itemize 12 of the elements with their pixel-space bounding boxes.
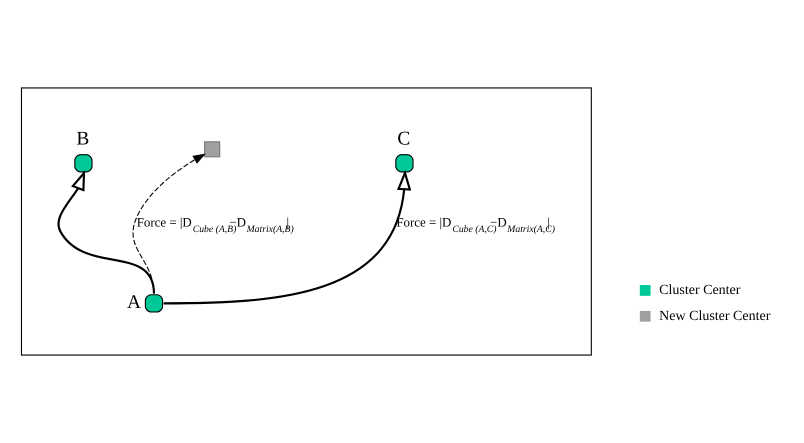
legend-label: Cluster Center — [659, 283, 740, 298]
edge-label: Force = |D$_{Cube (A,B)}$−D$_{Matrix(A,B)}$| — [136, 214, 294, 235]
arrow — [164, 170, 412, 304]
node-label: C — [397, 128, 410, 150]
node-label: B — [76, 128, 90, 150]
node-box — [204, 141, 220, 158]
legend-label: New Cluster Center — [659, 308, 770, 324]
arrow — [57, 170, 156, 294]
edge-label: Force = |D$_{Cube (A,C)}$−D$_{Matrix(A,C)}$| — [396, 214, 555, 235]
arrow — [132, 153, 206, 294]
node-label: A — [127, 292, 142, 314]
cluster — [20, 87, 592, 356]
